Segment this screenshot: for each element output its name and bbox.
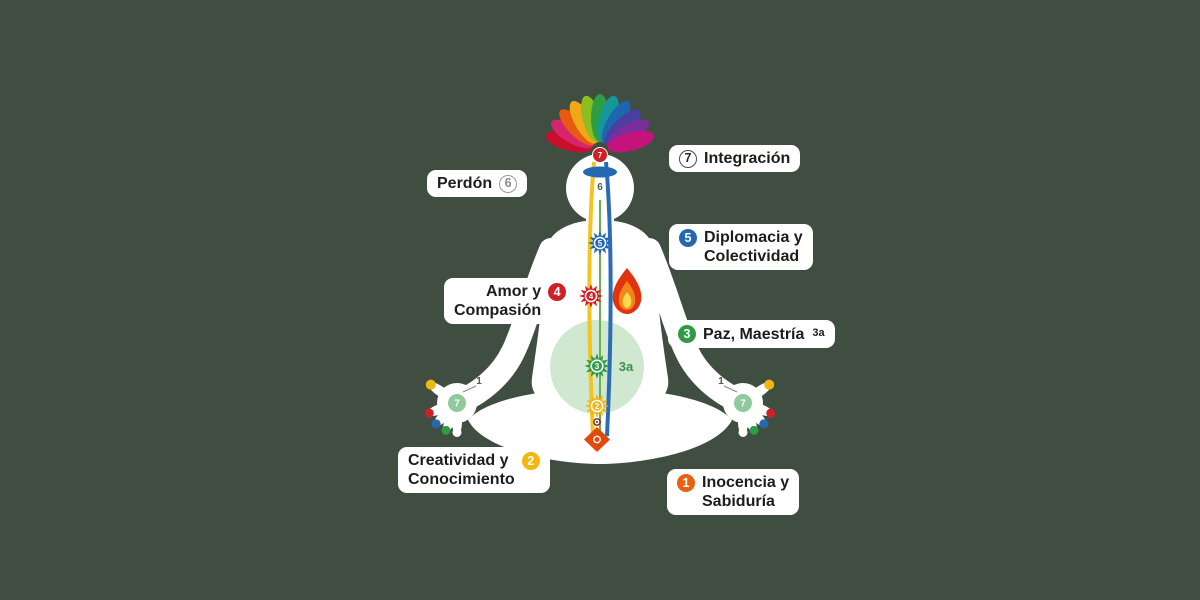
label-perdon-text: Perdón xyxy=(437,175,493,192)
label-amor-line2: Compasión xyxy=(454,302,542,319)
fingertip-red xyxy=(424,408,434,418)
left-palm-number: 7 xyxy=(454,399,460,410)
right-finger-pointer-line xyxy=(723,385,738,393)
mooladhara-swirl xyxy=(593,435,601,444)
label-amor-text: Amor y Compasión xyxy=(454,282,541,320)
chakra-vishuddhi: 5 xyxy=(588,231,612,255)
label-diplomacia-text: Diplomacia y Colectividad xyxy=(704,228,803,266)
label-inocencia-text: Inocencia y Sabiduría xyxy=(702,473,789,511)
label-paz: 3 Paz, Maestría 3a xyxy=(668,320,835,348)
heart-number: 4 xyxy=(589,292,594,301)
label-integracion-number: 7 xyxy=(679,149,697,168)
flame-inner xyxy=(622,292,632,308)
label-inocencia-line2: Sabiduría xyxy=(702,493,775,510)
label-paz-suffix: 3a xyxy=(812,327,825,339)
label-amor: Amor y Compasión 4 xyxy=(444,278,577,324)
label-diplomacia-line2: Colectividad xyxy=(704,248,800,265)
fingertip-blue xyxy=(759,419,769,429)
left-palm-chakra xyxy=(448,394,466,412)
thumbtip-yellow xyxy=(425,379,436,390)
heart-center xyxy=(586,291,596,301)
right-channel-line xyxy=(604,161,613,437)
label-perdon: Perdón 6 xyxy=(427,170,528,197)
label-creatividad-line2: Conocimiento xyxy=(408,471,515,488)
thumbtip-yellow xyxy=(764,379,775,390)
label-inocencia-number: 1 xyxy=(677,474,695,492)
label-creatividad-number: 2 xyxy=(521,452,540,470)
void-label: 3a xyxy=(619,359,634,374)
label-integracion-text: Integración xyxy=(704,150,791,167)
crown-lotus-icon xyxy=(545,94,655,153)
fingertip-red xyxy=(766,408,776,418)
label-paz-text: Paz, Maestría xyxy=(703,325,805,343)
sahasrara-circle xyxy=(592,147,608,163)
sahasrara-number: 7 xyxy=(598,151,603,160)
lotus-petal xyxy=(607,131,655,153)
chakra-swadisthan: 2 xyxy=(585,394,609,418)
chakra-mooladhara xyxy=(584,427,610,452)
chakra-heart: 4 xyxy=(579,284,603,308)
left-finger-pointer-line xyxy=(462,385,477,393)
chakra-nabhi: 3 xyxy=(584,353,610,379)
agnya-band-icon xyxy=(583,166,617,178)
label-creatividad-text: Creatividad y Conocimiento xyxy=(408,451,515,489)
left-finger-label: 1 xyxy=(476,376,482,387)
label-amor-number: 4 xyxy=(548,283,567,301)
chakra-agnya: 6 xyxy=(583,166,617,193)
nabhi-number: 3 xyxy=(595,361,600,371)
chakra-sahasrara: 7 xyxy=(592,147,608,163)
swadisthan-number: 2 xyxy=(595,402,600,411)
fingertip-green xyxy=(749,425,759,435)
right-finger-label: 1 xyxy=(718,376,724,387)
fingertip-white xyxy=(738,428,748,437)
kundalini-coil-icon xyxy=(593,418,601,426)
left-channel-line xyxy=(587,161,596,437)
label-integracion: 7 Integración xyxy=(669,145,801,172)
agnya-number: 6 xyxy=(597,182,603,193)
fingertip-blue xyxy=(431,419,441,429)
label-creatividad: Creatividad y Conocimiento 2 xyxy=(398,447,550,493)
right-palm-number: 7 xyxy=(740,399,746,410)
left-hand: 7 xyxy=(424,379,477,437)
label-diplomacia-number: 5 xyxy=(679,229,697,247)
mooladhara-diamond-icon xyxy=(584,427,610,452)
body-head xyxy=(566,154,634,222)
label-inocencia-line1: Inocencia y xyxy=(702,474,790,491)
label-inocencia: 1 Inocencia y Sabiduría xyxy=(667,469,800,515)
vishuddhi-center xyxy=(595,238,605,248)
flame-icon xyxy=(612,268,642,314)
label-diplomacia-line1: Diplomacia y xyxy=(704,229,803,246)
label-amor-line1: Amor y xyxy=(486,283,542,300)
nabhi-center xyxy=(591,360,603,372)
coil-outer xyxy=(593,418,601,426)
swadisthan-center xyxy=(592,401,602,411)
fingertip-white xyxy=(452,428,462,437)
vishuddhi-number: 5 xyxy=(598,239,603,248)
coil-dot xyxy=(596,421,598,423)
right-hand: 7 xyxy=(723,379,776,437)
body-right-arm xyxy=(637,238,749,412)
label-diplomacia: 5 Diplomacia y Colectividad xyxy=(669,224,813,270)
label-creatividad-line1: Creatividad y xyxy=(408,452,509,469)
right-palm-chakra xyxy=(734,394,752,412)
label-paz-number: 3 xyxy=(678,325,696,343)
fingertip-green xyxy=(441,425,451,435)
label-perdon-number: 6 xyxy=(499,174,518,193)
